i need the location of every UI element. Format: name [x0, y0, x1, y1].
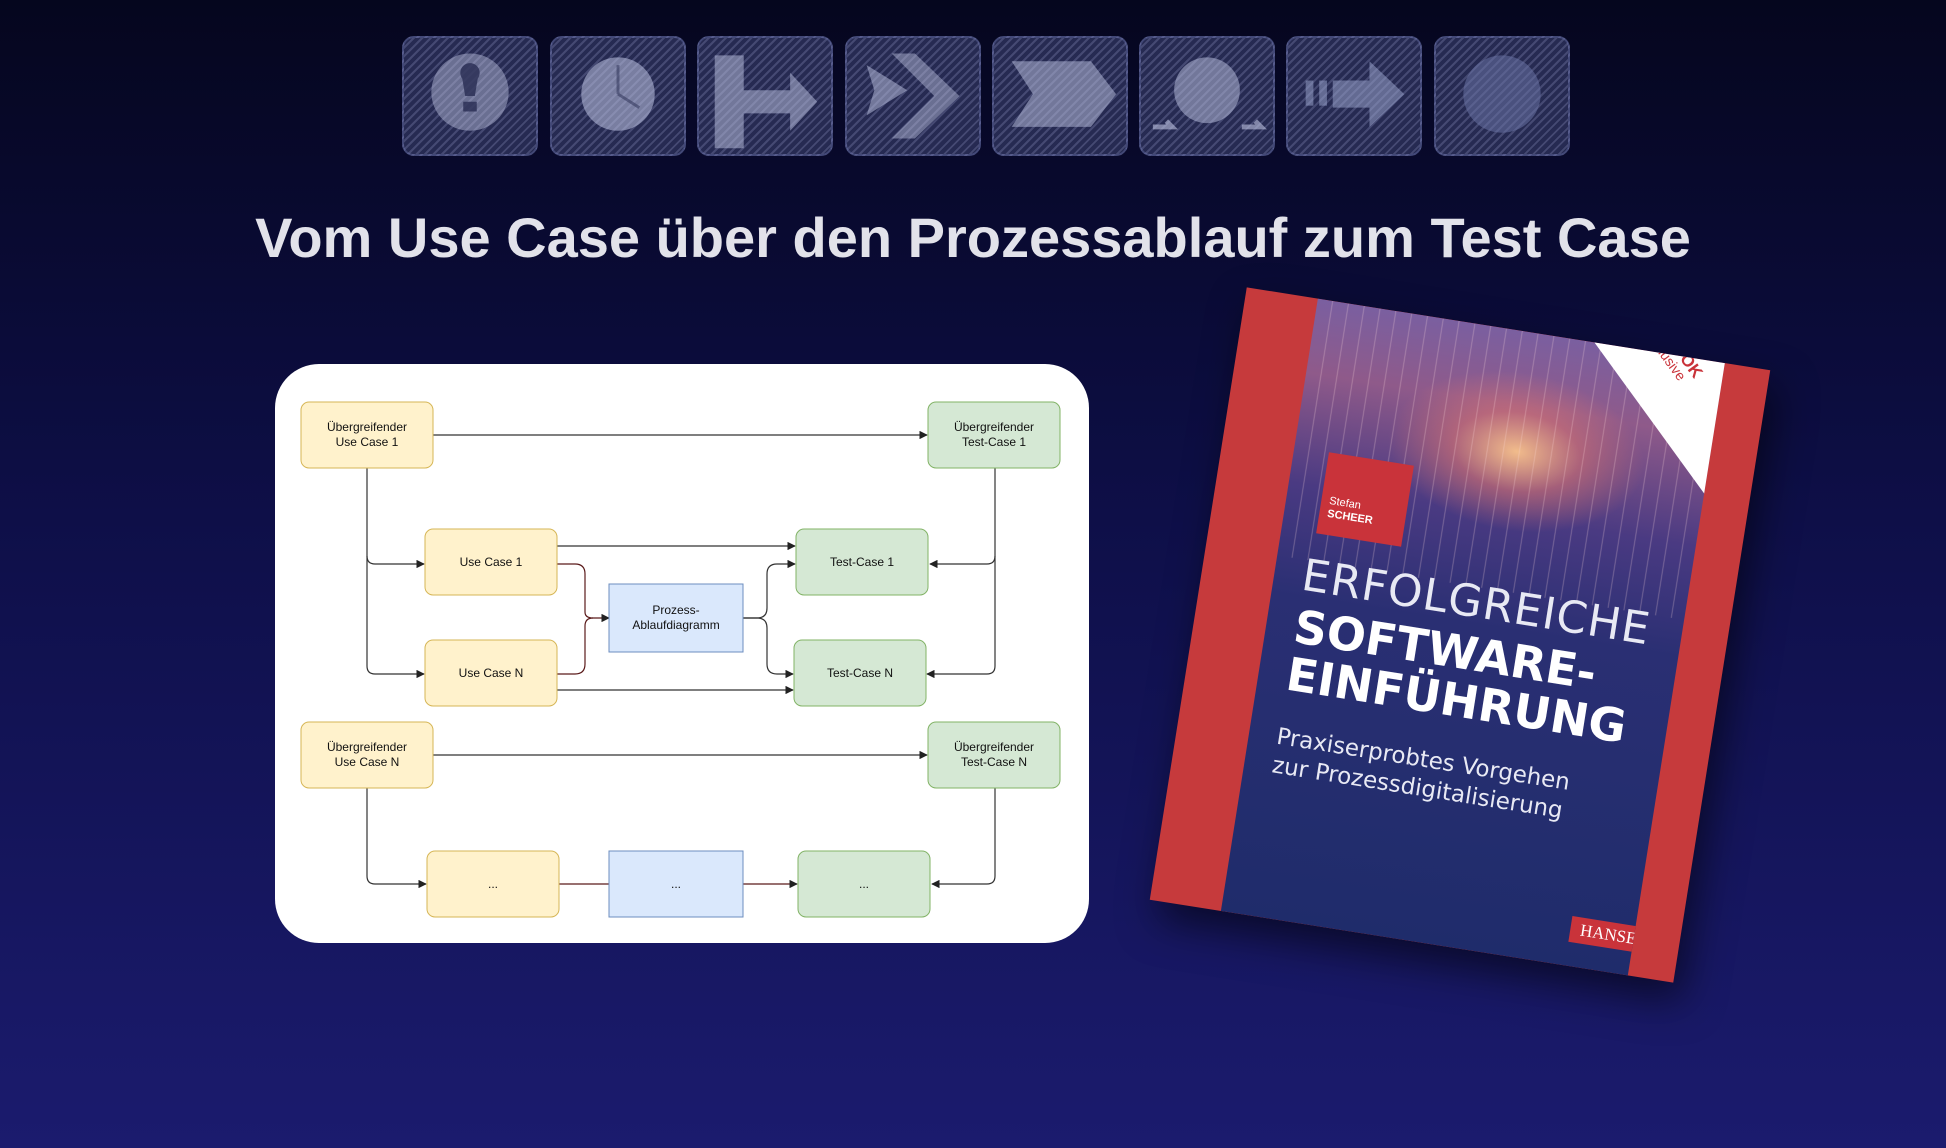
node-box-uc-1 [424, 528, 558, 596]
circle-icon[interactable] [1434, 36, 1570, 156]
edge [929, 463, 996, 569]
node-box-tc-n [793, 639, 927, 707]
node-box-process-more [608, 850, 744, 918]
node-box-tc-more [797, 850, 931, 918]
node-box-tc-global-1 [927, 401, 1061, 469]
dashed-arrow-icon[interactable] [1286, 36, 1422, 156]
edge [926, 556, 996, 679]
branch-arrow-icon[interactable] [697, 36, 833, 156]
node-box-uc-more [426, 850, 560, 918]
node-uc-global-1[interactable]: Übergreifender Use Case 1 [326, 420, 408, 449]
node-tc-1[interactable]: Test-Case 1 [829, 554, 895, 569]
node-process-more[interactable]: ... [670, 876, 681, 891]
ebook-badge: E-BOOK inklusive [1562, 315, 1725, 503]
book-front: Stefan SCHEER E-BOOK inklusive ERFOLGREI… [1220, 298, 1725, 976]
edge [743, 559, 796, 619]
node-tc-global-1[interactable]: Übergreifender Test-Case 1 [953, 420, 1035, 449]
diagram-card: Übergreifender Use Case 1 Übergreifender… [275, 364, 1089, 943]
page-title: Vom Use Case über den Prozessablauf zum … [255, 206, 1691, 269]
diagram-nodes [300, 401, 1061, 918]
lightbulb-icon[interactable] [402, 36, 538, 156]
edge [366, 556, 425, 679]
node-uc-more[interactable]: ... [487, 876, 498, 891]
node-uc-1[interactable]: Use Case 1 [459, 554, 523, 569]
icon-strip [402, 36, 1574, 162]
book-cover-image[interactable]: Stefan SCHEER E-BOOK inklusive ERFOLGREI… [1149, 287, 1771, 983]
node-tc-n[interactable]: Test-Case N [826, 665, 894, 680]
diagram-svg [300, 401, 1061, 918]
node-box-uc-global-n [300, 721, 434, 789]
node-box-tc-global-n [927, 721, 1061, 789]
node-box-process [608, 583, 744, 653]
node-tc-global-n[interactable]: Übergreifender Test-Case N [953, 740, 1035, 769]
book-spine: Stefan SCHEER E-BOOK inklusive ERFOLGREI… [1149, 287, 1771, 983]
edge [366, 783, 427, 889]
ebook-badge-bg [1562, 330, 1725, 503]
author-box: Stefan SCHEER [1316, 452, 1414, 547]
node-box-tc-1 [795, 528, 929, 596]
edge [743, 617, 794, 679]
cycle-icon[interactable] [1139, 36, 1275, 156]
node-tc-more[interactable]: ... [858, 876, 869, 891]
node-box-uc-n [424, 639, 558, 707]
edge [366, 463, 425, 569]
node-box-uc-global-1 [300, 401, 434, 469]
edge [557, 617, 594, 675]
publisher-logo: HANSER [1568, 916, 1660, 956]
edge [931, 783, 996, 889]
diagram-edges [366, 430, 996, 889]
edge [557, 563, 610, 623]
node-uc-global-n[interactable]: Übergreifender Use Case N [326, 740, 408, 769]
double-chevron-arrow-icon[interactable] [845, 36, 981, 156]
node-process[interactable]: Prozess- Ablaufdiagramm [632, 603, 720, 632]
node-uc-n[interactable]: Use Case N [458, 665, 524, 680]
clock-icon[interactable] [550, 36, 686, 156]
pentagon-arrow-icon[interactable] [992, 36, 1128, 156]
